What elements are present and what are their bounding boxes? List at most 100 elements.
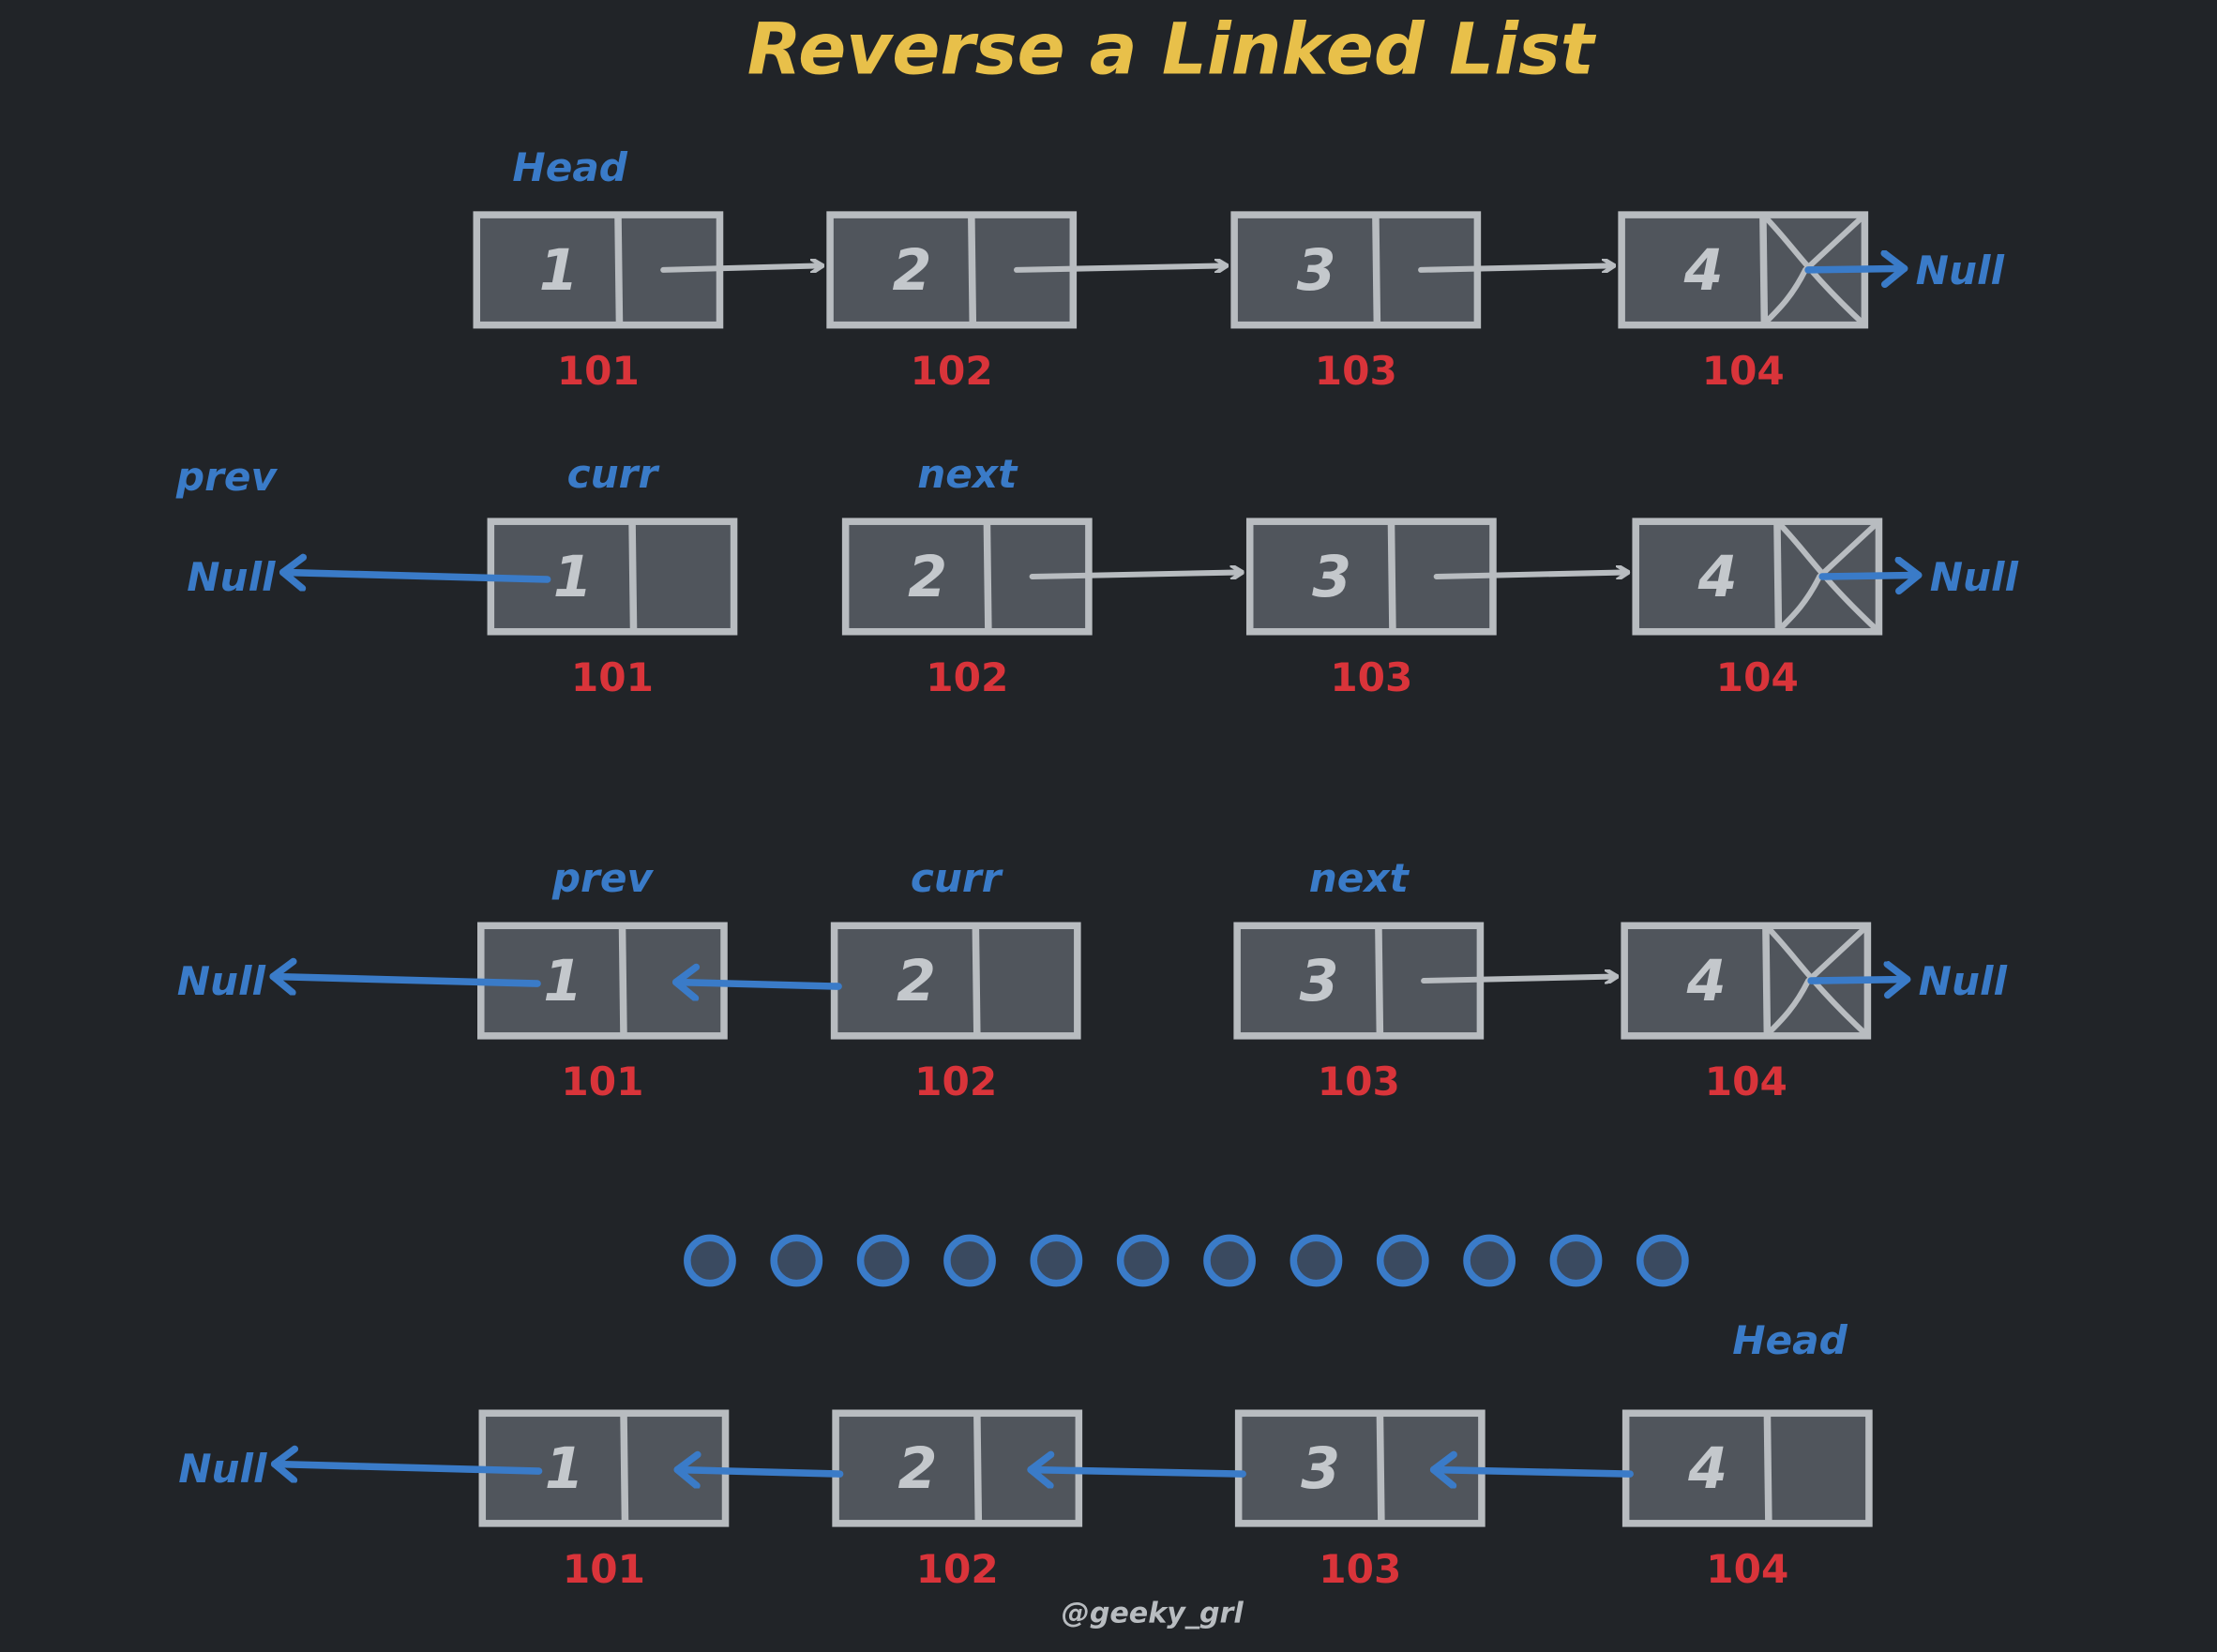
node-address: 103: [1318, 1059, 1400, 1104]
node-box: [830, 922, 1081, 1040]
null-label: Null: [178, 1446, 267, 1492]
null-label: Null: [1919, 958, 2008, 1004]
reversed-pointer-arrow: [1429, 1470, 1634, 1475]
null-label: Null: [177, 958, 266, 1004]
node-value: 4: [1686, 949, 1727, 1014]
null-label: Null: [1916, 248, 2005, 293]
list-node: 1 101: [487, 518, 738, 700]
node-divider: [1763, 1413, 1772, 1524]
ellipsis-dot: [1549, 1234, 1603, 1287]
node-divider: [620, 1413, 629, 1524]
reversed-pointer-arrow: [672, 983, 842, 987]
node-value: 3: [1297, 238, 1336, 304]
node-divider: [1375, 925, 1384, 1036]
null-pointer-arrow: [1818, 575, 1923, 577]
ellipsis-dot: [943, 1234, 996, 1287]
next-pointer-arrow: [1029, 572, 1242, 577]
node-divider: [618, 925, 627, 1036]
list-node: 3 103: [1230, 211, 1482, 394]
node-value: 4: [1683, 238, 1724, 304]
node-divider: [973, 1413, 983, 1524]
node-address: 104: [1716, 654, 1799, 700]
node-divider: [1759, 215, 1769, 325]
list-node: 3 103: [1234, 1409, 1486, 1592]
node-address: 101: [571, 654, 654, 700]
node-divider: [1376, 1413, 1385, 1524]
ellipsis-dot: [1030, 1234, 1083, 1287]
ellipsis-dot: [1116, 1234, 1169, 1287]
node-address: 103: [1315, 348, 1397, 394]
node-address: 101: [561, 1059, 643, 1104]
node-divider: [983, 521, 992, 632]
node-divider: [628, 521, 638, 632]
ellipsis-dots: [684, 1234, 1689, 1287]
node-box: [1621, 1409, 1873, 1527]
node-divider: [968, 215, 977, 325]
next-pointer-arrow: [1421, 977, 1616, 982]
null-pointer-arrow: [279, 572, 551, 579]
node-value: 3: [1300, 949, 1339, 1014]
reversed-pointer-arrow: [1027, 1470, 1246, 1475]
node-address: 101: [557, 348, 640, 394]
null-pointer-arrow: [270, 1464, 543, 1472]
list-node: 1 101: [477, 922, 728, 1104]
node-value: 1: [553, 545, 593, 610]
node-value: 2: [898, 1436, 938, 1502]
null-label: Null: [187, 554, 276, 600]
author-credit: @geeky_grl: [1062, 1597, 1244, 1629]
ellipsis-dot: [1463, 1234, 1516, 1287]
list-node: 3 103: [1233, 922, 1485, 1104]
node-address: 104: [1705, 1059, 1787, 1104]
list-node: 2 102: [841, 518, 1093, 700]
node-box: [1621, 922, 1872, 1040]
reversed-pointer-arrow: [673, 1470, 844, 1475]
node-divider: [614, 215, 624, 325]
node-value: 3: [1301, 1436, 1340, 1502]
node-divider: [1372, 215, 1381, 325]
node-address: 102: [911, 348, 993, 394]
node-address: 102: [926, 654, 1008, 700]
ellipsis-dot: [770, 1234, 823, 1287]
list-node: 2 102: [826, 211, 1078, 394]
node-address: 102: [916, 1546, 999, 1592]
list-node: 2 102: [832, 1409, 1083, 1592]
node-value: 4: [1697, 545, 1738, 610]
node-value: 2: [897, 949, 936, 1014]
node-divider: [972, 925, 981, 1036]
list-node: 4 104: [1632, 518, 1883, 700]
ellipsis-dot: [684, 1234, 736, 1287]
next-pointer-arrow: [1433, 572, 1627, 577]
pointer-label-curr: curr: [567, 451, 660, 497]
ellipsis-dot: [1289, 1234, 1343, 1287]
node-address: 103: [1319, 1546, 1401, 1592]
node-divider: [1387, 521, 1396, 632]
node-address: 103: [1330, 654, 1412, 700]
node-divider: [1773, 521, 1783, 632]
node-value: 1: [543, 949, 582, 1014]
pointer-label-curr: curr: [911, 855, 1003, 901]
null-pointer-arrow: [1807, 980, 1911, 982]
next-pointer-arrow: [1418, 265, 1613, 270]
node-value: 2: [908, 545, 947, 610]
pointer-label-next: next: [1309, 855, 1410, 901]
pointer-label-head: Head: [512, 144, 627, 190]
list-node: 3 103: [1245, 518, 1497, 700]
pointer-label-head: Head: [1732, 1317, 1848, 1363]
null-pointer-arrow: [269, 977, 541, 984]
null-pointer-arrow: [1804, 268, 1908, 270]
diagram-title: Reverse a Linked List: [747, 8, 1597, 90]
next-pointer-arrow: [1014, 265, 1226, 270]
null-label: Null: [1930, 554, 2019, 600]
node-value: 4: [1687, 1436, 1727, 1502]
node-value: 3: [1312, 545, 1351, 610]
pointer-label-prev: prev: [175, 454, 279, 500]
node-value: 2: [893, 238, 932, 304]
ellipsis-dot: [1636, 1234, 1689, 1287]
node-value: 1: [539, 238, 579, 304]
ellipsis-dot: [856, 1234, 910, 1287]
node-address: 101: [563, 1546, 645, 1592]
